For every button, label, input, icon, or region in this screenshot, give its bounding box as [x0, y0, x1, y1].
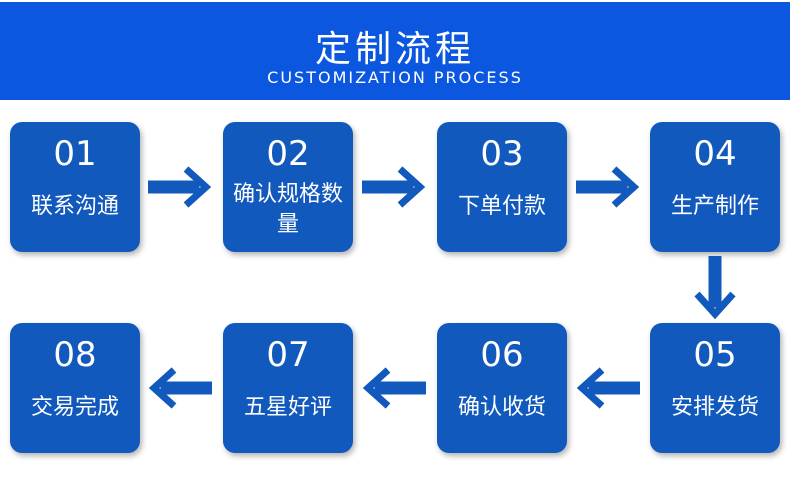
- page-subtitle: CUSTOMIZATION PROCESS: [267, 68, 523, 87]
- step-number: 05: [693, 335, 737, 375]
- arrow-down-icon: [694, 256, 736, 320]
- step-number: 07: [266, 335, 310, 375]
- step-05: 05 安排发货: [650, 323, 780, 453]
- step-label: 五星好评: [243, 395, 332, 420]
- step-label: 生产制作: [670, 194, 759, 219]
- arrow-right-icon: [362, 166, 426, 208]
- step-02: 02 确认规格数量: [223, 122, 353, 252]
- step-03: 03 下单付款: [437, 122, 567, 252]
- step-01: 01 联系沟通: [10, 122, 140, 252]
- step-number: 06: [480, 335, 524, 375]
- step-number: 01: [53, 134, 97, 174]
- arrow-left-icon: [576, 367, 640, 409]
- step-04: 04 生产制作: [650, 122, 780, 252]
- arrow-right-icon: [148, 166, 212, 208]
- step-label: 交易完成: [30, 395, 119, 420]
- arrow-left-icon: [362, 367, 426, 409]
- step-label: 下单付款: [457, 194, 546, 219]
- page-title: 定制流程: [314, 29, 475, 70]
- step-number: 02: [266, 134, 310, 174]
- step-07: 07 五星好评: [223, 323, 353, 453]
- step-06: 06 确认收货: [437, 323, 567, 453]
- step-number: 04: [693, 134, 737, 174]
- arrow-right-icon: [576, 166, 640, 208]
- header-banner: 定制流程 CUSTOMIZATION PROCESS: [0, 2, 790, 100]
- step-label: 安排发货: [670, 395, 759, 420]
- step-label: 联系沟通: [30, 194, 119, 219]
- step-label: 确认规格数量: [232, 182, 343, 237]
- step-label: 确认收货: [457, 395, 546, 420]
- step-08: 08 交易完成: [10, 323, 140, 453]
- step-number: 03: [480, 134, 524, 174]
- step-number: 08: [53, 335, 97, 375]
- arrow-left-icon: [148, 367, 212, 409]
